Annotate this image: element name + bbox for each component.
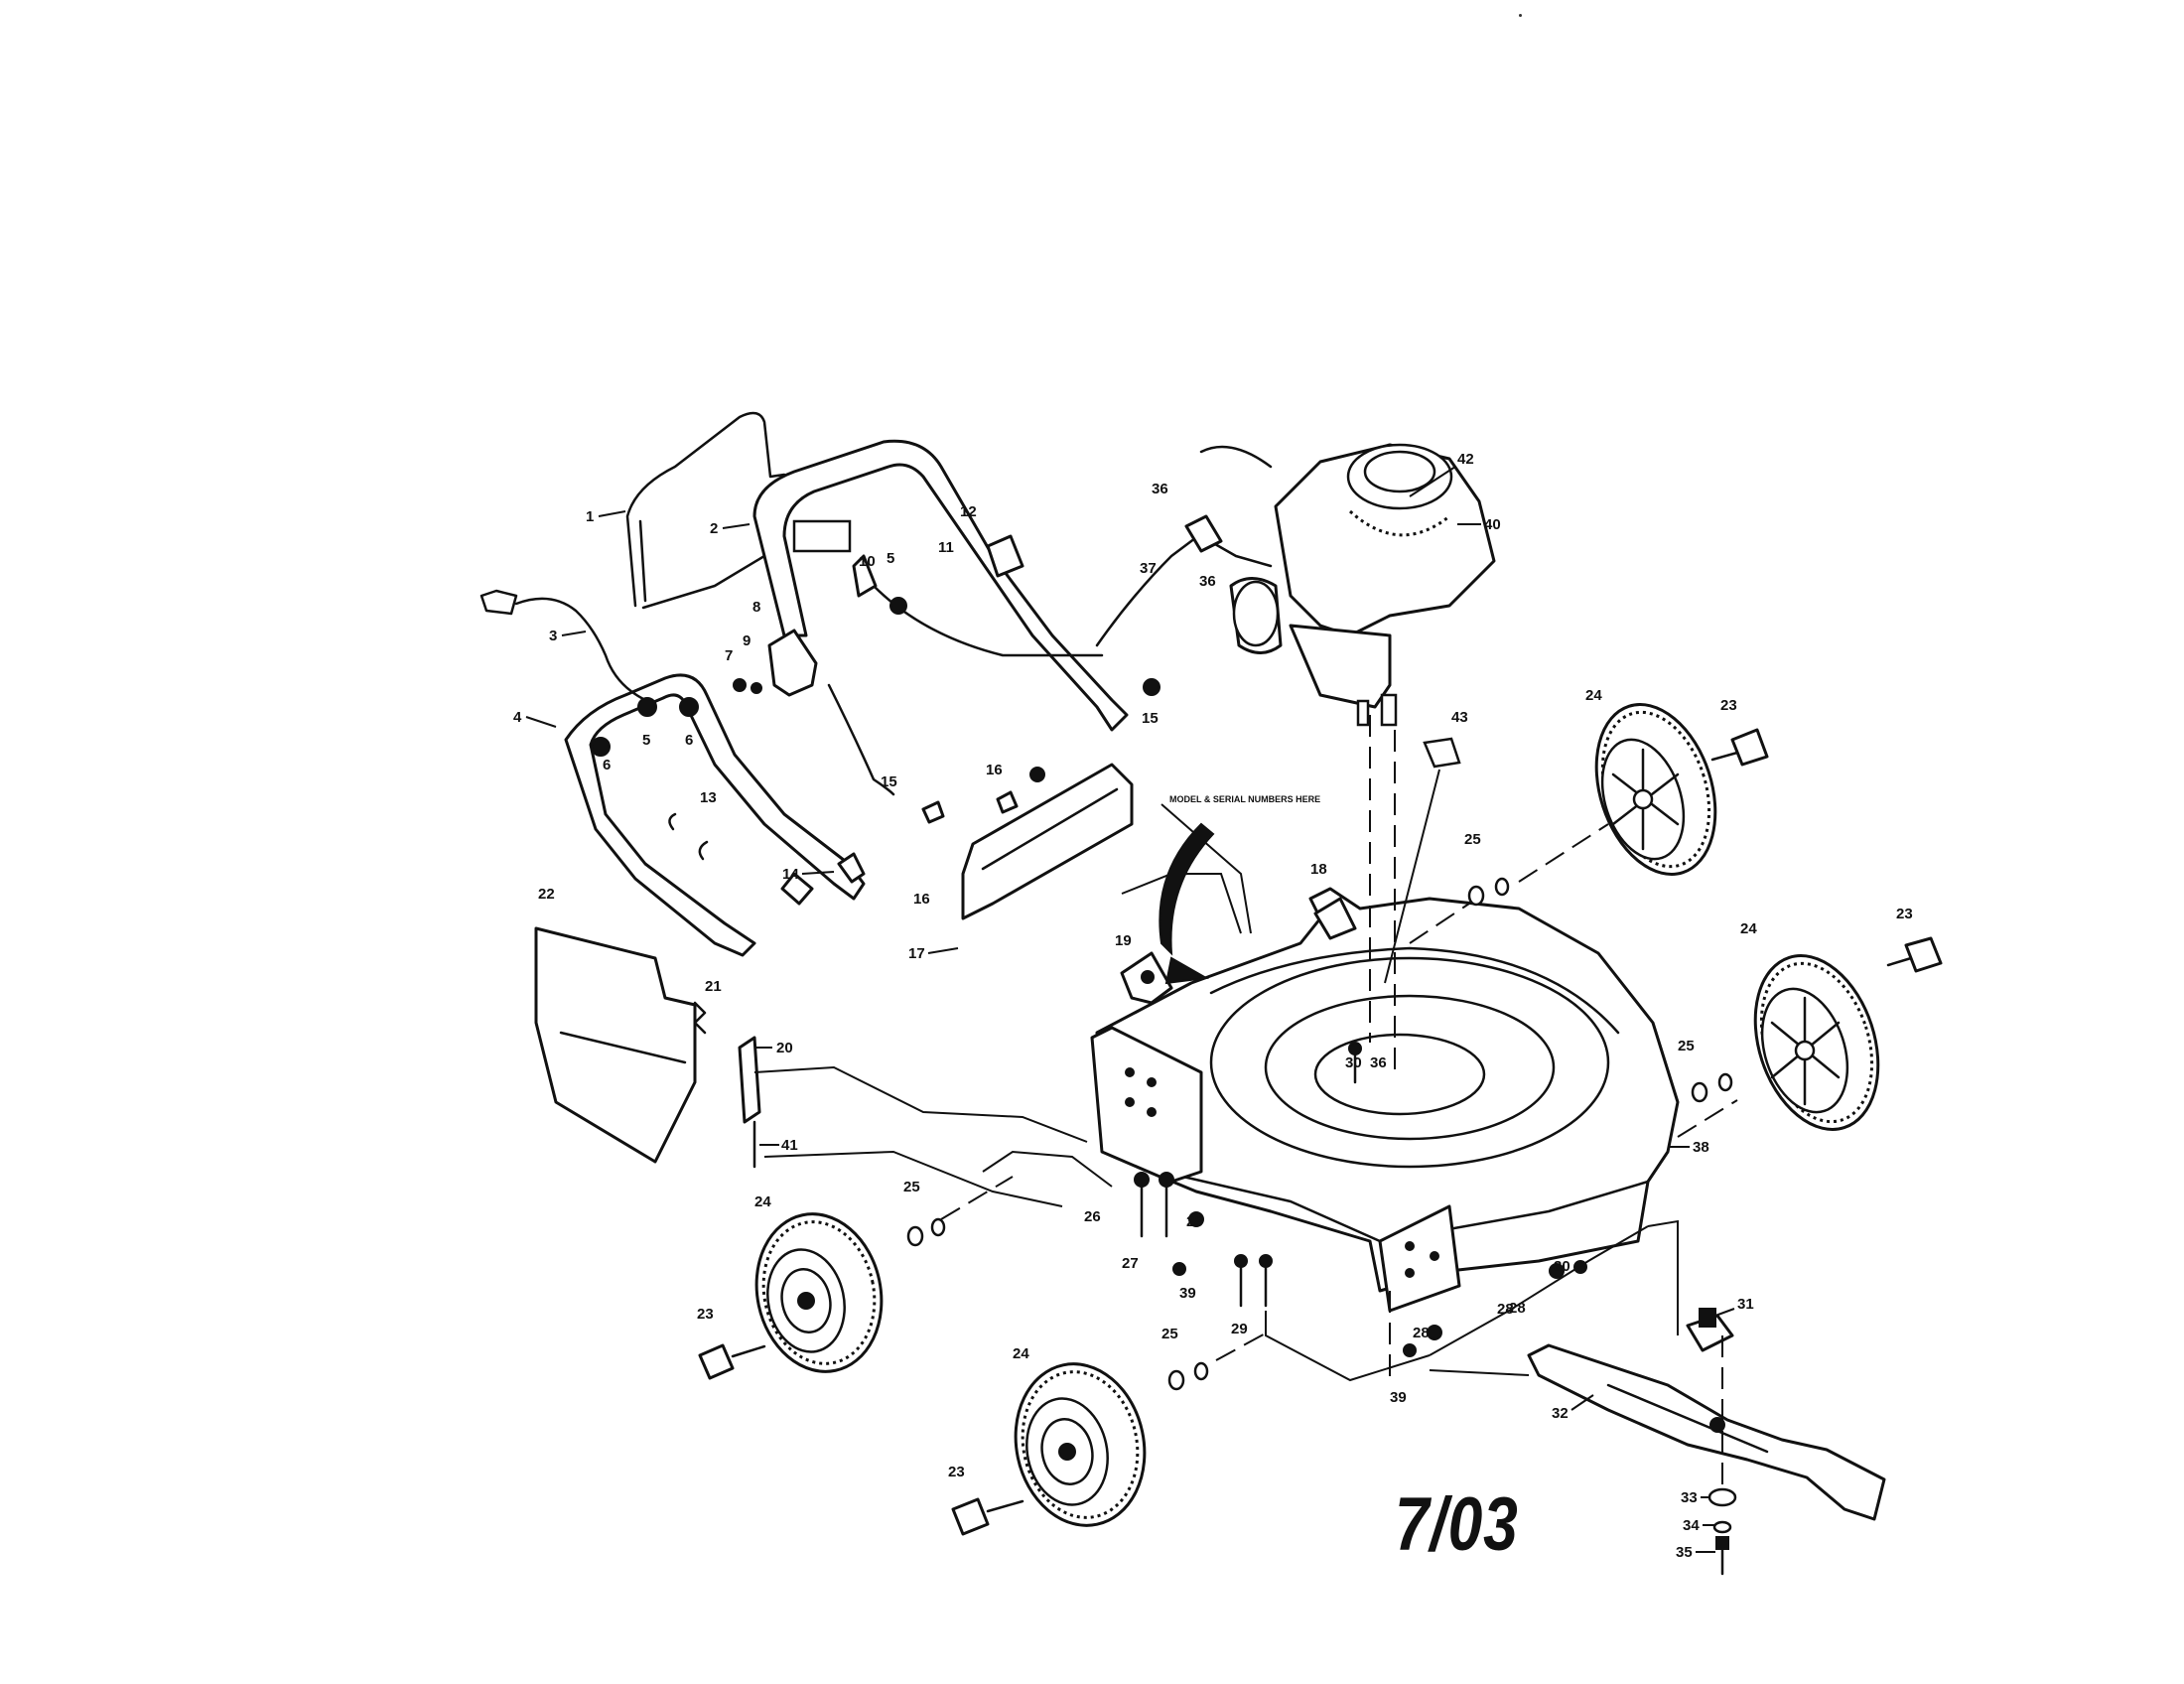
callout-36-b: 36 bbox=[1199, 573, 1216, 590]
deck-bolts bbox=[1134, 1042, 1587, 1357]
callout-23-b: 23 bbox=[1896, 906, 1913, 922]
date-code: 7/03 bbox=[1395, 1482, 1519, 1567]
engine bbox=[1199, 443, 1496, 727]
callout-11: 11 bbox=[938, 539, 954, 556]
callout-25-a: 25 bbox=[1464, 831, 1481, 848]
wheel-front-right bbox=[1753, 954, 1880, 1131]
callout-16-b: 16 bbox=[913, 891, 930, 908]
callout-23-a: 23 bbox=[1720, 697, 1737, 714]
callout-30-a: 30 bbox=[1554, 1258, 1570, 1275]
callout-22: 22 bbox=[538, 886, 555, 903]
callout-9: 9 bbox=[743, 632, 751, 649]
callout-6-b: 6 bbox=[685, 732, 693, 749]
callout-38: 38 bbox=[1693, 1139, 1709, 1156]
callout-28-c: 28 bbox=[1413, 1325, 1430, 1341]
callout-43: 43 bbox=[1451, 709, 1468, 726]
wheel-rear-left bbox=[754, 1212, 884, 1373]
wheel-rear-right bbox=[1594, 703, 1717, 876]
callout-25-c: 25 bbox=[903, 1179, 920, 1195]
callout-37: 37 bbox=[1140, 560, 1157, 577]
model-serial-note: MODEL & SERIAL NUMBERS HERE bbox=[1159, 794, 1320, 985]
scan-speck bbox=[1519, 14, 1522, 17]
callout-7: 7 bbox=[725, 647, 733, 664]
callout-3: 3 bbox=[549, 628, 557, 644]
blade bbox=[1527, 1343, 1886, 1521]
callout-24-c: 24 bbox=[754, 1193, 771, 1210]
height-adjuster-brackets bbox=[1120, 897, 1357, 1005]
callout-39-b: 39 bbox=[1390, 1389, 1407, 1406]
callout-5-a: 5 bbox=[887, 550, 894, 567]
small-hardware bbox=[591, 534, 1160, 906]
callout-4: 4 bbox=[513, 709, 522, 726]
callout-40: 40 bbox=[1484, 516, 1501, 533]
engine-control-cable bbox=[1184, 445, 1273, 553]
mower-deck bbox=[1090, 887, 1680, 1313]
callout-41: 41 bbox=[781, 1137, 798, 1154]
callout-39-a: 39 bbox=[1179, 1285, 1196, 1302]
callout-15-a: 15 bbox=[1142, 710, 1159, 727]
callout-35: 35 bbox=[1676, 1544, 1693, 1561]
lower-handle bbox=[564, 673, 866, 957]
upper-handle-bail bbox=[625, 411, 786, 608]
handle-bracket bbox=[767, 629, 818, 697]
callout-13: 13 bbox=[700, 789, 717, 806]
callout-15-b: 15 bbox=[881, 773, 897, 790]
callout-8: 8 bbox=[752, 599, 760, 616]
callout-19: 19 bbox=[1115, 932, 1132, 949]
callout-29: 29 bbox=[1231, 1321, 1248, 1337]
engine-drag-back-panel bbox=[641, 524, 1213, 657]
blade-adapter bbox=[1686, 1308, 1734, 1352]
callout-16-a: 16 bbox=[986, 762, 1003, 778]
part-callouts: 1 2 3 4 5 5 6 6 7 8 9 10 11 12 13 14 15 … bbox=[513, 451, 1913, 1561]
callout-31: 31 bbox=[1737, 1296, 1754, 1313]
callout-20: 20 bbox=[776, 1040, 793, 1056]
callout-5-b: 5 bbox=[642, 732, 650, 749]
rear-deflector bbox=[961, 763, 1134, 920]
callout-36-c: 36 bbox=[1370, 1054, 1387, 1071]
callout-2: 2 bbox=[710, 520, 718, 537]
blade-hardware bbox=[1707, 1487, 1737, 1576]
callout-25-b: 25 bbox=[1678, 1038, 1695, 1054]
callout-26: 26 bbox=[1084, 1208, 1101, 1225]
callout-18: 18 bbox=[1310, 861, 1327, 878]
callout-32: 32 bbox=[1552, 1405, 1569, 1422]
handle-decal bbox=[792, 519, 852, 553]
assembly-lines bbox=[753, 715, 1738, 1489]
callout-24-b: 24 bbox=[1740, 920, 1757, 937]
callout-6-a: 6 bbox=[603, 757, 611, 773]
callout-28-a: 28 bbox=[1186, 1213, 1203, 1230]
throttle-control-cable bbox=[479, 589, 895, 796]
callout-34: 34 bbox=[1683, 1517, 1700, 1534]
callout-23-c: 23 bbox=[697, 1306, 714, 1323]
callout-27: 27 bbox=[1122, 1255, 1139, 1272]
callout-10: 10 bbox=[859, 553, 876, 570]
callout-24-a: 24 bbox=[1585, 687, 1602, 704]
upper-handle bbox=[752, 439, 1129, 732]
wheel-bolts bbox=[698, 728, 1943, 1536]
callout-36-a: 36 bbox=[1152, 481, 1168, 497]
wheel-front-left bbox=[1014, 1362, 1147, 1527]
callout-14: 14 bbox=[782, 866, 799, 883]
callout-17: 17 bbox=[908, 945, 925, 962]
callout-1: 1 bbox=[586, 508, 594, 525]
callout-42: 42 bbox=[1457, 451, 1474, 468]
callout-21: 21 bbox=[705, 978, 722, 995]
callout-24-d: 24 bbox=[1013, 1345, 1029, 1362]
callout-28-b: 28 bbox=[1509, 1300, 1526, 1317]
side-discharge-chute bbox=[534, 926, 697, 1164]
callout-30-b: 30 bbox=[1345, 1054, 1362, 1071]
callout-28-d: 28 bbox=[1497, 1301, 1514, 1318]
callout-12: 12 bbox=[960, 503, 977, 520]
wheel-washers bbox=[906, 877, 1733, 1391]
callout-25-d: 25 bbox=[1161, 1326, 1178, 1342]
chute-bracket bbox=[693, 1001, 761, 1169]
callout-33: 33 bbox=[1681, 1489, 1698, 1506]
callout-23-d: 23 bbox=[948, 1464, 965, 1480]
model-serial-note-text: MODEL & SERIAL NUMBERS HERE bbox=[1169, 794, 1320, 804]
